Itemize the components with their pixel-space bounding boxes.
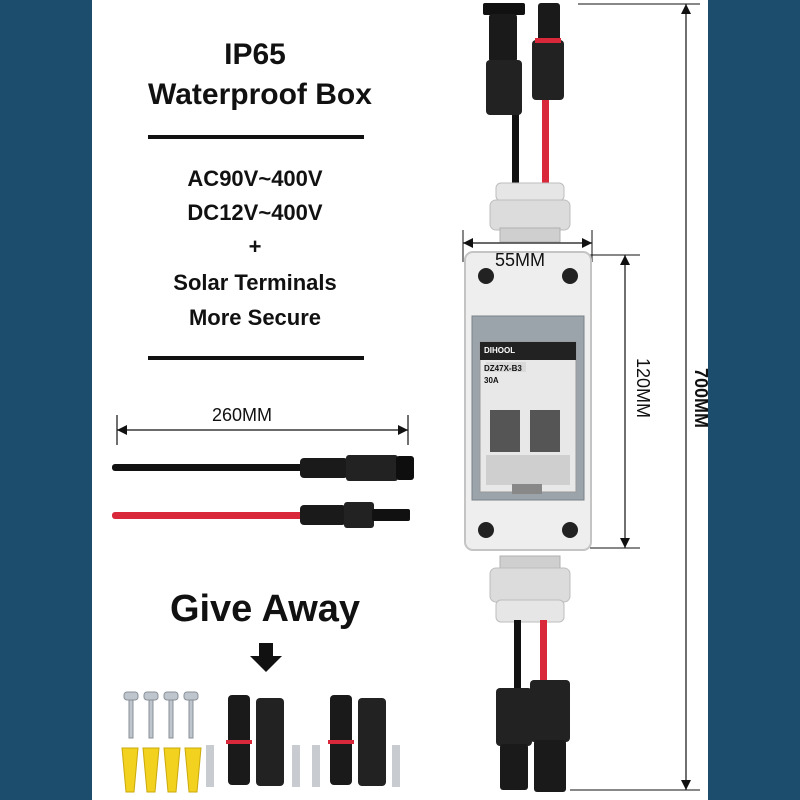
total-height-label: 700MM bbox=[691, 368, 711, 429]
box-width-dimension bbox=[462, 230, 593, 262]
give-away-label: Give Away bbox=[169, 588, 361, 630]
box-height-label: 120MM bbox=[633, 358, 653, 419]
top-cables bbox=[483, 3, 564, 190]
white-panel bbox=[92, 0, 708, 800]
spare-connectors bbox=[206, 695, 400, 787]
top-rule bbox=[148, 135, 364, 139]
spec-plus: + bbox=[248, 234, 262, 259]
breaker-model: DZ47X-B3 bbox=[484, 364, 522, 373]
top-cable-gland bbox=[489, 182, 571, 243]
enclosure-box bbox=[464, 251, 592, 551]
cable-length-dimension bbox=[116, 415, 409, 445]
total-height-dimension bbox=[570, 3, 700, 791]
box-height-dimension bbox=[590, 254, 640, 549]
spec-dc-voltage: DC12V~400V bbox=[187, 200, 323, 225]
box-width-label: 55MM bbox=[495, 250, 546, 270]
bottom-cables bbox=[496, 620, 570, 792]
breaker-rating: 30A bbox=[484, 376, 499, 385]
cable-length-label: 260MM bbox=[212, 405, 273, 425]
heading-line-2: Waterproof Box bbox=[148, 78, 372, 111]
spec-solar-terminals: Solar Terminals bbox=[173, 270, 337, 295]
bottom-rule bbox=[148, 356, 364, 360]
bottom-cable-gland bbox=[489, 555, 571, 623]
breaker-brand: DIHOOL bbox=[484, 346, 516, 355]
loose-cables bbox=[112, 455, 414, 528]
screws bbox=[123, 691, 199, 739]
spec-more-secure: More Secure bbox=[188, 305, 322, 330]
spec-ac-voltage: AC90V~400V bbox=[187, 166, 323, 191]
heading-line-1: IP65 bbox=[224, 38, 286, 71]
wall-anchors bbox=[121, 747, 202, 793]
down-arrow-icon bbox=[250, 643, 282, 672]
